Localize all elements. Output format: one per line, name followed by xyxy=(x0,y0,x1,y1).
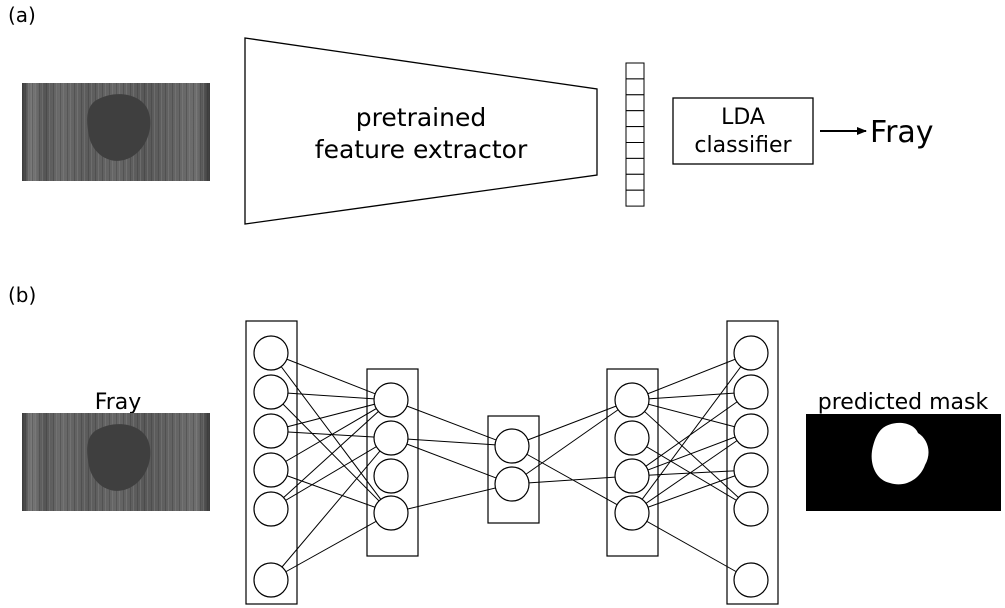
feature-vector xyxy=(625,62,645,207)
network-node xyxy=(253,491,289,527)
network-connection xyxy=(631,430,752,477)
network-layer xyxy=(726,320,779,605)
feature-vector-cell xyxy=(625,157,645,175)
network-node xyxy=(373,495,409,531)
panel-a-label: (a) xyxy=(8,3,36,27)
extractor-label-line2: feature extractor xyxy=(315,135,528,164)
output-label-b: predicted mask xyxy=(818,390,989,415)
network-node xyxy=(614,495,650,531)
network-node xyxy=(253,562,289,598)
network-connection xyxy=(511,475,633,485)
network-connection xyxy=(390,483,513,514)
layer-box xyxy=(606,368,659,557)
classifier-label-line1: LDA xyxy=(721,105,765,130)
network-connection xyxy=(631,399,752,432)
network-node xyxy=(733,452,769,488)
output-label-a: Fray xyxy=(870,115,934,150)
network-layer xyxy=(606,368,659,557)
input-image-b xyxy=(22,413,210,511)
network-layer xyxy=(487,415,540,524)
input-label-b: Fray xyxy=(95,390,142,415)
network-node xyxy=(733,562,769,598)
network-layer xyxy=(245,320,298,605)
feature-extractor-block xyxy=(244,37,598,225)
network-connection xyxy=(390,399,513,447)
feature-vector-cell xyxy=(625,62,645,80)
network-node xyxy=(733,335,769,371)
network-connection xyxy=(270,391,392,401)
network-node xyxy=(733,413,769,449)
network-connection xyxy=(631,430,752,514)
feature-vector-cell xyxy=(625,173,645,191)
network-connection xyxy=(270,399,392,432)
network-connection xyxy=(631,391,752,401)
input-image-a xyxy=(22,83,210,181)
network-node xyxy=(373,382,409,418)
predicted-mask-image xyxy=(806,414,1001,511)
network-node xyxy=(373,458,409,494)
feature-vector-cell xyxy=(625,189,645,207)
classifier-label-line2: classifier xyxy=(694,133,792,158)
network-connection xyxy=(631,391,752,477)
lda-classifier-box xyxy=(672,97,814,165)
network-node xyxy=(614,458,650,494)
autoencoder-network xyxy=(245,320,779,605)
layer-box xyxy=(366,368,419,557)
feature-vector-cell xyxy=(625,142,645,159)
layer-box xyxy=(726,320,779,605)
feature-vector-cell xyxy=(625,78,645,96)
network-connection xyxy=(631,352,752,401)
network-node xyxy=(733,491,769,527)
extractor-label-line1: pretrained xyxy=(356,103,486,132)
network-connection xyxy=(631,399,752,510)
network-node xyxy=(373,420,409,456)
network-node xyxy=(614,382,650,418)
feature-vector-cell xyxy=(625,110,645,128)
layer-box xyxy=(245,320,298,605)
network-connection xyxy=(511,399,633,485)
network-connection xyxy=(270,391,392,514)
network-connection xyxy=(631,352,752,514)
layer-box xyxy=(487,415,540,524)
network-connection xyxy=(631,469,752,514)
network-connections xyxy=(270,352,752,581)
network-connection xyxy=(270,399,392,510)
network-node xyxy=(614,420,650,456)
network-connection xyxy=(270,399,392,471)
network-connection xyxy=(390,437,513,447)
network-node xyxy=(253,374,289,410)
feature-vector-cell xyxy=(625,94,645,112)
network-layer xyxy=(366,368,419,557)
panel-b-label: (b) xyxy=(8,283,36,307)
network-node xyxy=(253,413,289,449)
network-node xyxy=(733,374,769,410)
network-node xyxy=(253,335,289,371)
network-connection xyxy=(270,469,392,514)
network-connection xyxy=(270,512,392,581)
network-connection xyxy=(270,437,392,510)
network-node xyxy=(253,452,289,488)
network-connection xyxy=(270,437,392,581)
feature-vector-cell xyxy=(625,126,645,143)
network-connection xyxy=(631,512,752,581)
network-node xyxy=(494,466,530,502)
network-connection xyxy=(270,352,392,514)
network-connection xyxy=(511,399,633,447)
network-connection xyxy=(270,352,392,401)
network-node xyxy=(494,428,530,464)
network-connection xyxy=(631,437,752,510)
network-connection xyxy=(390,437,513,485)
